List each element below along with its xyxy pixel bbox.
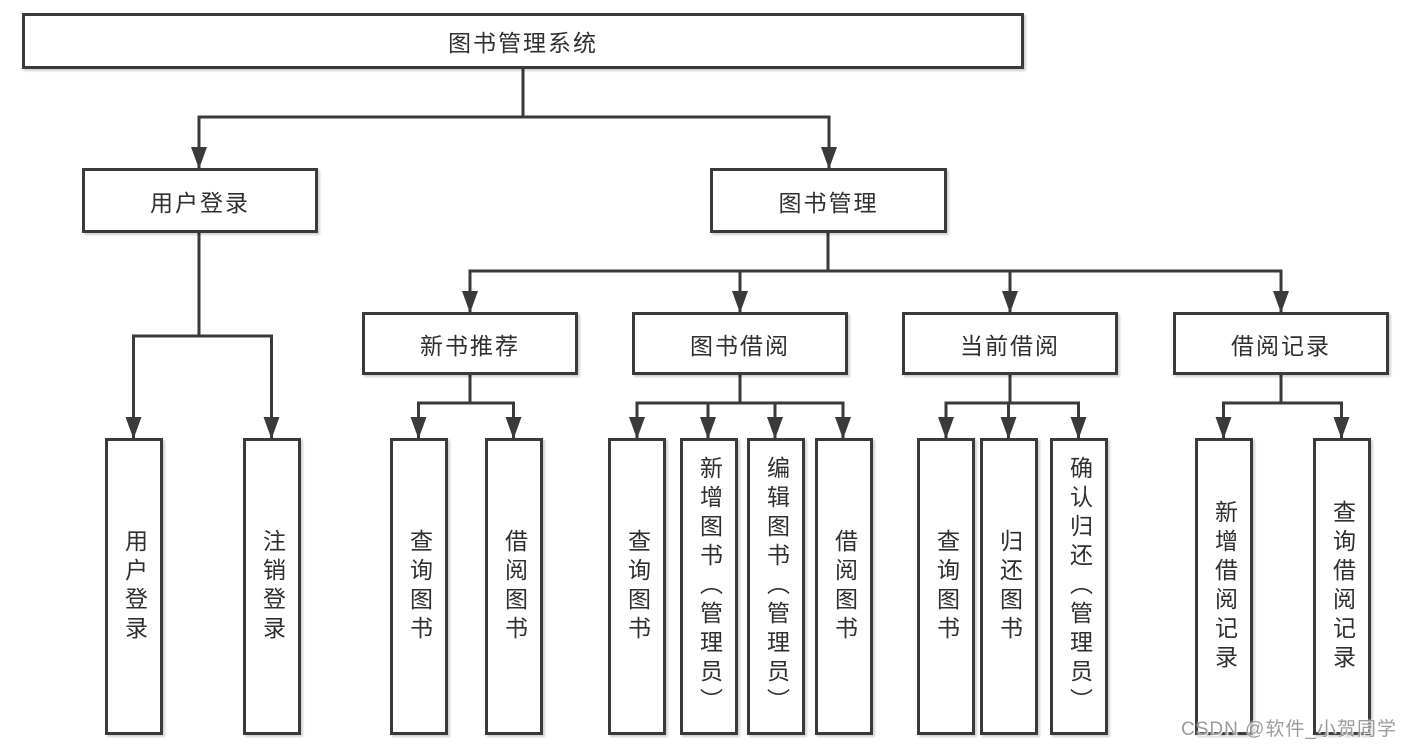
leaf-return-books-label: 归还图书 [996, 528, 1023, 645]
node-borrowing-records: 借阅记录 [1173, 312, 1389, 375]
leaf-borrow-books-2: 借阅图书 [815, 438, 873, 735]
leaf-logout: 注销登录 [243, 438, 301, 735]
node-book-management: 图书管理 [710, 168, 947, 233]
node-user-login: 用户登录 [82, 168, 318, 233]
node-current-borrowing: 当前借阅 [902, 312, 1118, 375]
leaf-add-book-admin-label: 新增图书（管理员） [696, 456, 723, 717]
node-new-book-recommendation: 新书推荐 [362, 312, 578, 375]
leaf-query-borrow-record-label: 查询借阅记录 [1329, 499, 1356, 674]
leaf-query-books-1-label: 查询图书 [406, 528, 433, 645]
leaf-query-books-2-label: 查询图书 [624, 528, 651, 645]
leaf-add-borrow-record-label: 新增借阅记录 [1211, 499, 1238, 674]
watermark: CSDN @软件_小贺同学 [1181, 719, 1397, 740]
leaf-user-login: 用户登录 [105, 438, 163, 735]
leaf-confirm-return-admin-label: 确认归还（管理员） [1066, 456, 1093, 717]
leaf-query-books-2: 查询图书 [608, 438, 666, 735]
leaf-add-book-admin: 新增图书（管理员） [680, 438, 738, 735]
leaf-query-books-3: 查询图书 [917, 438, 975, 735]
leaf-logout-label: 注销登录 [259, 528, 286, 645]
leaf-borrow-books-1: 借阅图书 [485, 438, 543, 735]
node-book-borrowing: 图书借阅 [632, 312, 848, 375]
leaf-edit-book-admin: 编辑图书（管理员） [747, 438, 805, 735]
leaf-edit-book-admin-label: 编辑图书（管理员） [763, 456, 790, 717]
leaf-return-books: 归还图书 [980, 438, 1038, 735]
leaf-user-login-label: 用户登录 [121, 528, 148, 645]
connector-trunks [132, 69, 1343, 405]
leaf-borrow-books-1-label: 借阅图书 [501, 528, 528, 645]
leaf-confirm-return-admin: 确认归还（管理员） [1050, 438, 1108, 735]
leaf-query-books-3-label: 查询图书 [933, 528, 960, 645]
node-system-root: 图书管理系统 [22, 13, 1024, 69]
leaf-query-borrow-record: 查询借阅记录 [1313, 438, 1371, 735]
leaf-borrow-books-2-label: 借阅图书 [831, 528, 858, 645]
leaf-add-borrow-record: 新增借阅记录 [1195, 438, 1253, 735]
leaf-query-books-1: 查询图书 [390, 438, 448, 735]
